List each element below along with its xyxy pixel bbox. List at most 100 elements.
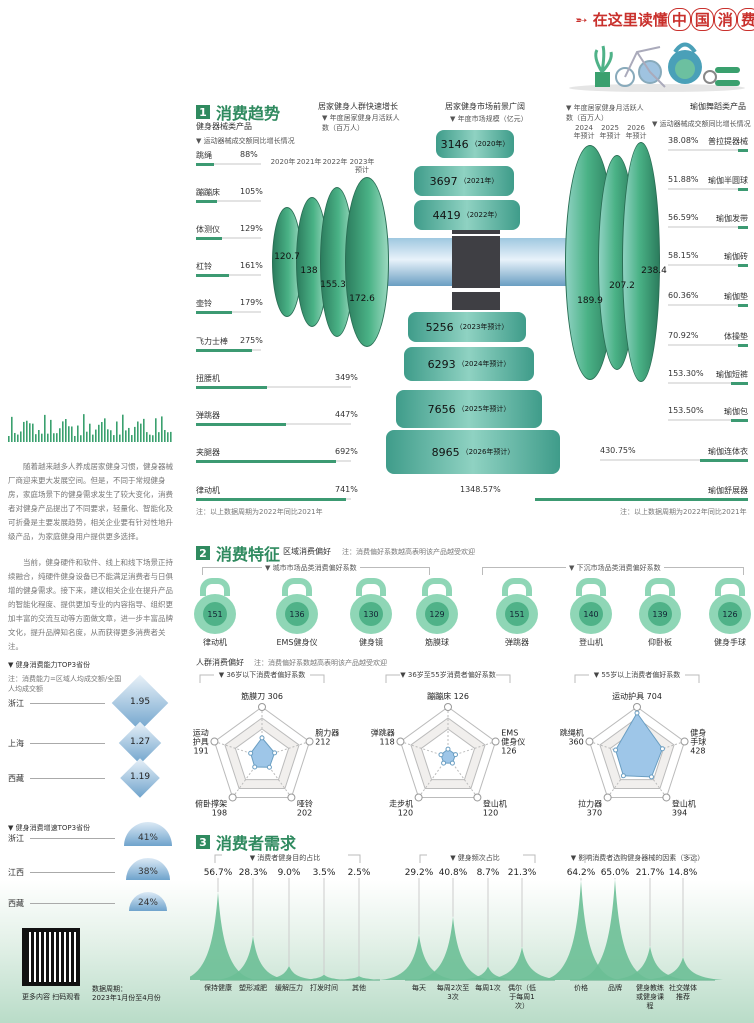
wave-bar bbox=[116, 421, 118, 442]
wave-bar bbox=[158, 432, 160, 442]
plant-pot-icon bbox=[595, 72, 610, 87]
market-year: （2021年） bbox=[459, 177, 499, 185]
radar-title: ▼ 36岁至55岁消费者偏好系数 bbox=[400, 670, 495, 679]
peak-value: 21.3% bbox=[508, 868, 537, 878]
wave-bar bbox=[62, 421, 64, 442]
radar-vertex bbox=[258, 703, 266, 711]
fitness-illustration bbox=[569, 42, 745, 92]
dumbbell-grip bbox=[452, 236, 500, 288]
wave-bar bbox=[140, 423, 142, 442]
peak-group-title: ▼ 健身频次占比 bbox=[450, 853, 500, 862]
peak-shape bbox=[379, 934, 459, 980]
product-name: 健身手球 bbox=[714, 638, 746, 647]
growth-value: 60.36% bbox=[668, 291, 699, 300]
growth-bar-fill bbox=[196, 349, 252, 352]
kettlebell-handle-icon bbox=[576, 578, 606, 596]
bike-icon bbox=[624, 46, 666, 88]
left-legend: ▼ 运动器械成交额同比增长情况 bbox=[196, 137, 295, 145]
product-name: 筋膜球 bbox=[425, 638, 449, 647]
kettlebell-handle-icon bbox=[715, 578, 745, 596]
peak-shape bbox=[482, 946, 562, 980]
radar-vertex bbox=[287, 793, 296, 802]
kettlebell-handle-icon bbox=[645, 578, 675, 596]
peak-label: 其他 bbox=[352, 984, 366, 992]
peak-group-title: ▼ 影响消费者选购健身器械的因素（多选） bbox=[571, 853, 705, 862]
wave-bar bbox=[119, 434, 121, 442]
radar-label: 运动护具 704 bbox=[612, 691, 662, 701]
product-name: 体操垫 bbox=[724, 332, 748, 341]
province-name: 浙江 bbox=[8, 834, 24, 843]
preference-value: 129 bbox=[425, 602, 449, 626]
brand-char: 费 bbox=[736, 8, 754, 31]
radar-point bbox=[620, 773, 626, 779]
growth-bar bbox=[668, 344, 748, 347]
wave-bar bbox=[35, 434, 37, 442]
growth-bar bbox=[668, 149, 748, 152]
peak-value: 9.0% bbox=[278, 868, 301, 878]
wave-bar bbox=[125, 430, 127, 442]
peak-label: 塑形减肥 bbox=[239, 984, 267, 992]
wave-bar bbox=[155, 418, 157, 442]
wave-bar bbox=[26, 420, 28, 442]
peak-labels: 保持健康塑形减肥缓解压力打发时间其他每天每周2次至3次每周1次偶尔（低于每周1次… bbox=[190, 845, 754, 1020]
left-note: 注：以上数据周期为2022年同比2021年 bbox=[196, 508, 323, 516]
wave-bar bbox=[152, 435, 154, 442]
growth-bar-fill bbox=[738, 149, 748, 152]
growth-bar bbox=[668, 188, 748, 191]
growth-bar bbox=[196, 274, 261, 277]
growth-bar bbox=[196, 311, 261, 314]
peak-value: 56.7% bbox=[204, 868, 233, 878]
wave-bar bbox=[95, 429, 97, 442]
peak-value: 14.8% bbox=[669, 868, 698, 878]
growth-bar-fill bbox=[196, 423, 287, 426]
growth-value: 430.75% bbox=[600, 446, 636, 455]
radar-vertex bbox=[491, 737, 500, 746]
radar-label: 弹跳器 bbox=[371, 728, 395, 738]
market-value: 8965 bbox=[431, 445, 460, 459]
market-block: 8965（2026年预计） bbox=[386, 430, 560, 474]
wave-bar bbox=[89, 423, 91, 442]
kettlebell-icon: 151 bbox=[496, 594, 538, 634]
product-name: 瑜伽发带 bbox=[716, 214, 748, 223]
peak-shape bbox=[215, 936, 291, 980]
peak-value: 3.5% bbox=[313, 868, 336, 878]
radar-point bbox=[259, 735, 265, 741]
peak-shape bbox=[575, 879, 655, 980]
growth-value: 24% bbox=[129, 892, 167, 911]
wave-bar bbox=[65, 419, 67, 442]
product-name: 仰卧板 bbox=[648, 638, 672, 647]
wave-bar bbox=[86, 431, 88, 442]
growth-value: 153.50% bbox=[668, 406, 704, 415]
product-name: 瑜伽砖 bbox=[724, 252, 748, 261]
peak-shape bbox=[261, 966, 317, 980]
brand-char: 中 bbox=[667, 8, 691, 31]
wave-bar bbox=[14, 432, 16, 442]
product-name: 弹跳器 bbox=[505, 638, 529, 647]
market-value: 4419 bbox=[432, 208, 461, 222]
radar-vertex bbox=[414, 793, 423, 802]
market-year: （2022年） bbox=[462, 211, 502, 219]
growth-bar-fill bbox=[700, 459, 748, 462]
peak-label: 价格 bbox=[574, 984, 588, 992]
product-name: 瑜伽包 bbox=[724, 407, 748, 416]
peak-label: 每周2次至3次 bbox=[436, 984, 470, 1001]
users-legend-right: ▼ 年度居家健身月活跃人数（百万人） bbox=[566, 104, 644, 122]
growth-bar bbox=[668, 264, 748, 267]
qr-code[interactable] bbox=[22, 928, 80, 986]
peak-value: 29.2% bbox=[405, 868, 434, 878]
growth-bar bbox=[196, 237, 261, 240]
ability-value: 1.27 bbox=[130, 737, 151, 747]
crowd-subtitle: 人群消费偏好 bbox=[196, 658, 244, 667]
radar-vertex bbox=[210, 737, 219, 746]
period-value: 2023年1月份至4月份 bbox=[92, 994, 161, 1002]
radar-vertex bbox=[305, 737, 314, 746]
radar-point bbox=[272, 750, 278, 756]
product-name: 壶铃 bbox=[196, 299, 212, 308]
peak-value: 8.7% bbox=[477, 868, 500, 878]
market-value: 7656 bbox=[427, 402, 456, 416]
growth-value: 275% bbox=[240, 336, 263, 345]
radar-point bbox=[613, 747, 619, 753]
peak-label: 品牌 bbox=[608, 984, 622, 992]
kettlebell-handle-icon bbox=[282, 578, 312, 596]
